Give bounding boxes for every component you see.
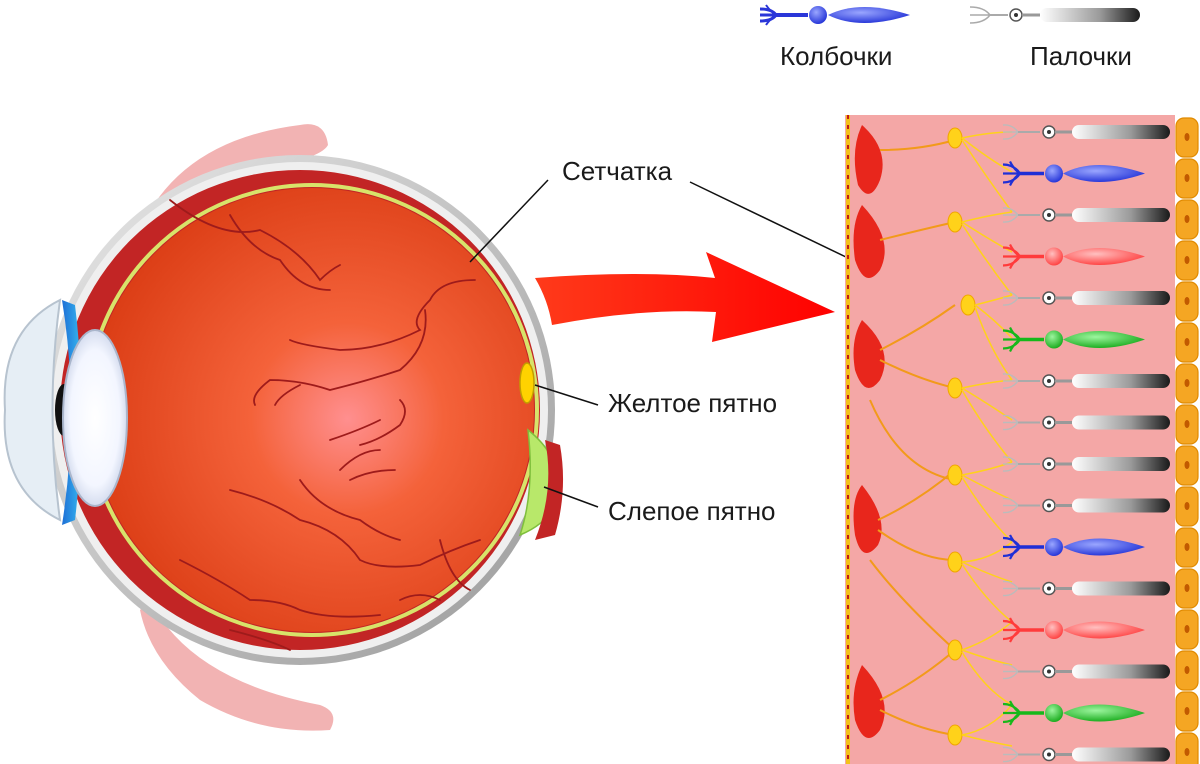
retina-enlarged-panel [845,115,1198,764]
pigment-cell [1176,200,1198,239]
pigment-epithelium [1176,118,1198,764]
pigment-cell [1176,323,1198,362]
pigment-cell [1176,610,1198,649]
pigment-cell [1176,528,1198,567]
pigment-cell [1176,446,1198,485]
pigment-cell [1176,282,1198,321]
pigment-cell [1176,733,1198,764]
legend: Колбочки Палочки [760,5,1140,71]
pigment-cell [1176,405,1198,444]
retina-label: Сетчатка [562,156,673,186]
eyeball-cross-section [5,124,563,730]
macula-spot [520,363,534,403]
legend-rod-icon [970,7,1140,23]
lens [63,330,127,506]
cornea [5,300,60,520]
retina-leader-line [470,180,548,262]
pigment-cell [1176,487,1198,526]
pigment-cell [1176,159,1198,198]
macula-label: Желтое пятно [608,388,777,418]
vitreous-body [90,188,534,632]
pigment-cell [1176,651,1198,690]
legend-cone-icon [760,5,910,25]
pigment-cell [1176,118,1198,157]
legend-rod-label: Палочки [1030,41,1132,71]
pigment-cell [1176,692,1198,731]
blind-spot-label: Слепое пятно [608,496,776,526]
legend-cone-label: Колбочки [780,41,892,71]
pigment-cell [1176,241,1198,280]
retina-leader-line-right [690,182,848,258]
zoom-arrow [535,252,835,342]
pigment-cell [1176,364,1198,403]
pigment-cell [1176,569,1198,608]
